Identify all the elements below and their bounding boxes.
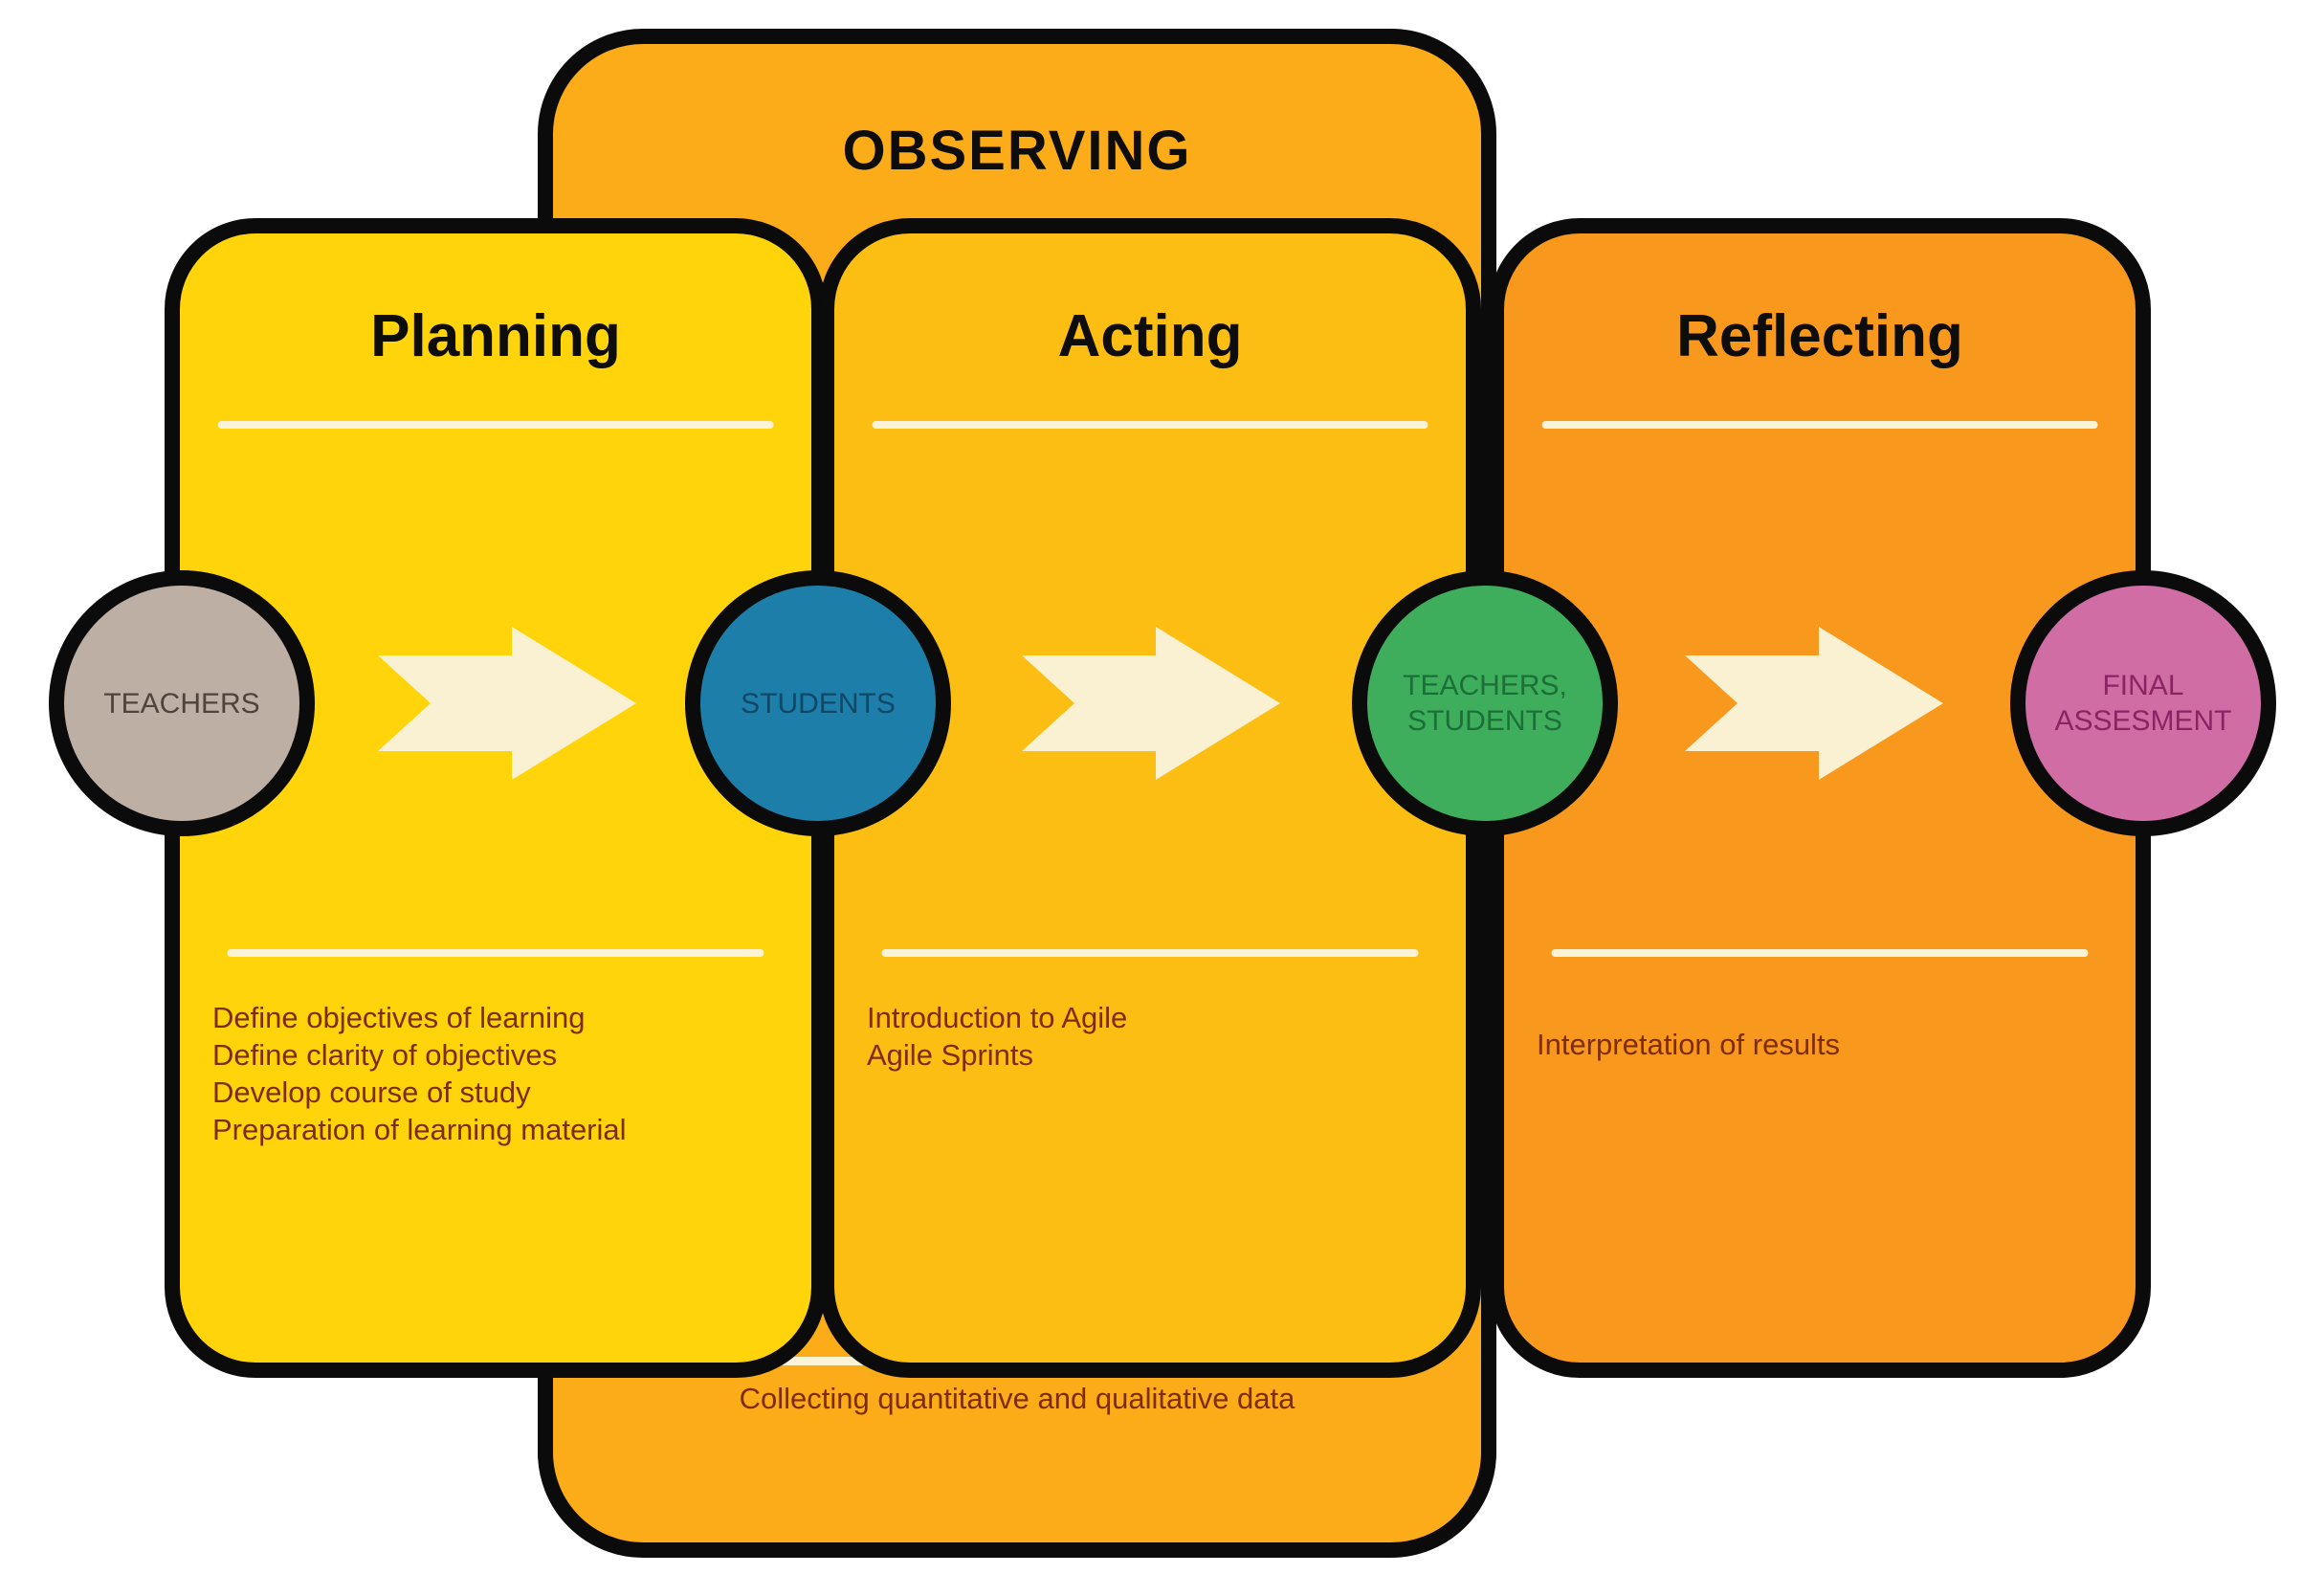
phase-title-reflecting: Reflecting: [1676, 303, 1963, 369]
items-divider: [227, 949, 764, 957]
node-label: TEACHERS,: [1403, 670, 1567, 701]
items-divider: [881, 949, 1419, 957]
title-underline: [872, 421, 1428, 429]
flow-arrow-icon: [1685, 627, 1943, 780]
list-item: Introduction to Agile: [867, 1001, 1128, 1034]
title-underline: [1541, 421, 2098, 429]
arrow-shape: [1022, 627, 1280, 780]
node-label: TEACHERS: [103, 687, 260, 720]
node-label: ASSESMENT: [2054, 705, 2232, 737]
phase-items-reflecting: Interpretation of results: [1537, 1026, 2120, 1063]
observing-title: OBSERVING: [842, 120, 1192, 182]
list-item: Preparation of learning material: [212, 1113, 627, 1146]
title-underline: [217, 421, 774, 429]
node-teachers-students: TEACHERS, STUDENTS: [1352, 570, 1618, 836]
flow-arrow-icon: [1022, 627, 1280, 780]
node-label: FINAL: [2102, 670, 2184, 701]
phase-items-acting: Introduction to Agile Agile Sprints: [867, 999, 1450, 1074]
arrow-shape: [1685, 627, 1943, 780]
list-item: Agile Sprints: [867, 1038, 1034, 1072]
phase-title-acting: Acting: [1057, 303, 1243, 369]
flow-arrow-icon: [378, 627, 636, 780]
list-item: Define clarity of objectives: [212, 1038, 558, 1072]
arrow-shape: [378, 627, 636, 780]
phase-card-reflecting: Reflecting Interpretation of results: [1489, 218, 2151, 1378]
phase-items-planning: Define objectives of learning Define cla…: [212, 999, 796, 1148]
node-teachers: TEACHERS: [49, 570, 315, 836]
node-students: STUDENTS: [685, 570, 951, 836]
node-final-assesment: FINAL ASSESMENT: [2010, 570, 2276, 836]
node-label: STUDENTS: [1407, 705, 1562, 737]
list-item: Interpretation of results: [1537, 1028, 1841, 1061]
observing-footer-note: Collecting quantitative and qualitative …: [739, 1382, 1295, 1415]
list-item: Develop course of study: [212, 1075, 531, 1109]
list-item: Define objectives of learning: [212, 1001, 586, 1034]
items-divider: [1551, 949, 2089, 957]
phase-card-acting: Acting Introduction to Agile Agile Sprin…: [819, 218, 1481, 1378]
phase-title-planning: Planning: [370, 303, 621, 369]
node-label: STUDENTS: [741, 687, 896, 720]
